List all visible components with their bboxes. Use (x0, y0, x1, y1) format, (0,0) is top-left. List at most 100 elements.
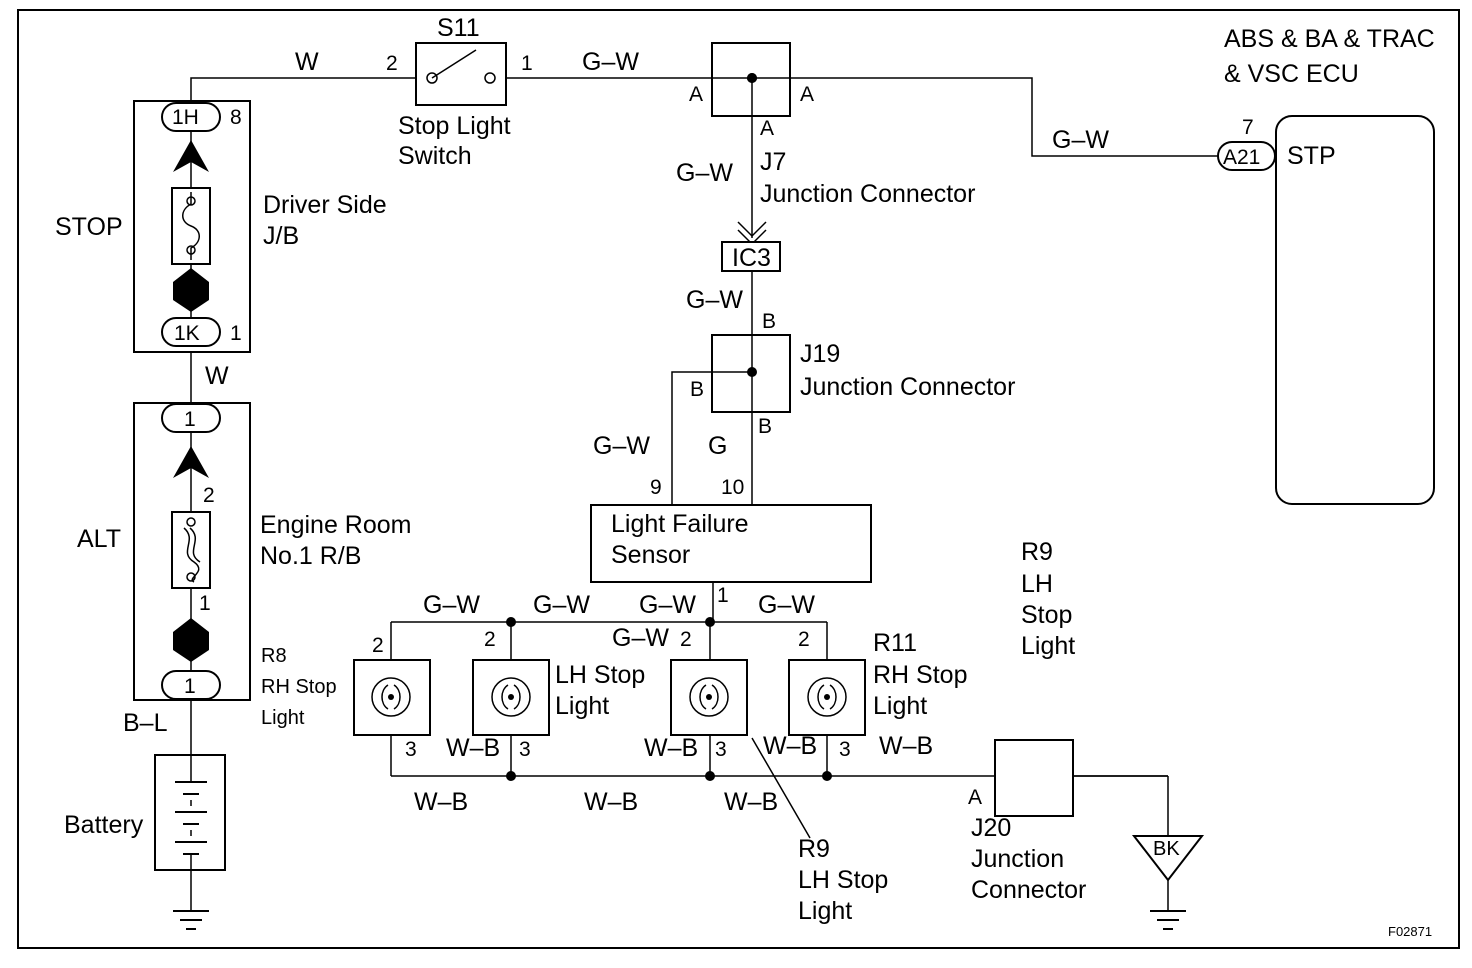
r9-note-line1: R9 (1021, 538, 1053, 566)
r11-code: R11 (873, 629, 917, 657)
lh1-pin-bottom: 3 (519, 738, 531, 761)
wire-label-wb: W–B (644, 734, 698, 762)
stop-light-switch: S11 2 1 Stop Light Switch (386, 14, 533, 170)
jb-name-line1: Driver Side (263, 191, 387, 219)
r11-pin-bottom: 3 (839, 738, 851, 761)
switch-name-line2: Switch (398, 142, 472, 170)
wire-label-gw: G–W (1052, 126, 1109, 154)
r8-code: R8 (261, 645, 287, 667)
j19-junction-connector: B B B J19 Junction Connector (690, 310, 1015, 438)
wire-label-gw: G–W (582, 48, 639, 76)
lamp-lh-stop-light: 2 3 LH Stop Light (472, 628, 645, 761)
r8-line2: Light (261, 707, 305, 729)
j20-junction-connector: A J20 Junction Connector (968, 739, 1168, 904)
wire-label-bl: B–L (123, 709, 168, 737)
j7-pin-bottom: A (760, 117, 774, 140)
ecu-terminal: STP (1287, 142, 1336, 170)
rb-name-line2: No.1 R/B (260, 542, 361, 570)
switch-pin-out: 1 (521, 52, 533, 75)
ecu-pin: 7 (1242, 116, 1254, 139)
stop-pin-in: 8 (230, 106, 242, 129)
diagram-frame (17, 9, 1460, 949)
ic3-code: IC3 (732, 244, 771, 272)
alt-pin-upper: 2 (203, 484, 215, 507)
wire-label-g: G (708, 432, 727, 460)
stop-pin-out: 1 (230, 322, 242, 345)
r8-pin-top: 2 (372, 634, 384, 657)
r9-note-line4: Light (1021, 632, 1075, 660)
wire-label-wb: W–B (584, 788, 638, 816)
battery: Battery (64, 754, 226, 930)
engine-room-rb: 1 2 1 1 ALT Engine Room No.1 R/B (77, 402, 411, 701)
wire-label-w: W (205, 362, 229, 390)
j19-name: Junction Connector (800, 373, 1015, 401)
sensor-name-line2: Sensor (611, 541, 690, 569)
ecu-title-line2: & VSC ECU (1224, 60, 1359, 88)
r9-line2: Light (798, 897, 852, 925)
wire-label-gw: G–W (533, 591, 590, 619)
stop-connector-in: 1H (172, 106, 199, 129)
j7-junction-connector: A A A J7 Junction Connector (689, 42, 975, 208)
j20-name-line1: Junction (971, 845, 1064, 873)
stop-connector-out: 1K (174, 322, 200, 345)
lamp-r9: 2 3 R9 LH Stop Light (670, 628, 888, 925)
ground-code: BK (1153, 838, 1180, 860)
j7-name: Junction Connector (760, 180, 975, 208)
ecu-title-line1: ABS & BA & TRAC (1224, 25, 1435, 53)
wire-label-gw: G–W (593, 432, 650, 460)
j19-pin-bottom: B (758, 415, 772, 438)
j7-pin-right: A (800, 83, 814, 106)
wire-label-wb: W–B (414, 788, 468, 816)
stop-fuse-label: STOP (55, 213, 123, 241)
sensor-pin-gw: 9 (650, 476, 662, 499)
switch-code: S11 (437, 14, 480, 42)
j7-pin-left: A (689, 83, 703, 106)
lamp-r8: 2 3 R8 RH Stop Light (261, 634, 431, 761)
wire-label-gw: G–W (612, 624, 669, 652)
r8-pin-bottom: 3 (405, 738, 417, 761)
r9-pin-top: 2 (680, 628, 692, 651)
wire-label-wb: W–B (879, 732, 933, 760)
wire-label-wb: W–B (763, 732, 817, 760)
alt-fuse-label: ALT (77, 525, 121, 553)
sensor-name-line1: Light Failure (611, 510, 749, 538)
sensor-pin-out: 1 (717, 584, 729, 607)
switch-name-line1: Stop Light (398, 112, 511, 140)
r11-pin-top: 2 (798, 628, 810, 651)
lh1-line2: Light (555, 692, 609, 720)
wire-label-w: W (295, 48, 319, 76)
r11-line2: Light (873, 692, 927, 720)
switch-pin-in: 2 (386, 52, 398, 75)
light-failure-sensor: 9 10 Light Failure Sensor 1 (590, 476, 872, 607)
wire-label-wb: W–B (446, 734, 500, 762)
sensor-pin-g: 10 (721, 476, 744, 499)
j20-name-line2: Connector (971, 876, 1086, 904)
r9-note-line3: Stop (1021, 601, 1072, 629)
abs-vsc-ecu: ABS & BA & TRAC & VSC ECU A21 7 STP (1217, 25, 1435, 505)
wire-label-wb: W–B (724, 788, 778, 816)
wire-label-gw: G–W (686, 286, 743, 314)
ic3-connector: IC3 (721, 221, 781, 272)
r11-line1: RH Stop (873, 661, 967, 689)
j19-pin-left: B (690, 378, 704, 401)
figure-id: F02871 (1388, 924, 1432, 939)
j20-code: J20 (971, 814, 1011, 842)
j19-code: J19 (800, 340, 840, 368)
wire-labels: W G–W G–W G–W G–W G–W G W B–L G–W G–W G–… (123, 48, 1109, 816)
r9-note: R9 LH Stop Light (1021, 538, 1075, 660)
lamp-r11: 2 3 R11 RH Stop Light (788, 628, 967, 761)
wire-label-gw: G–W (639, 591, 696, 619)
wire-label-gw: G–W (758, 591, 815, 619)
r9-code: R9 (798, 835, 830, 863)
alt-connector-in: 1 (184, 408, 196, 431)
wire-label-gw: G–W (676, 159, 733, 187)
alt-pin-lower: 1 (199, 592, 211, 615)
rb-name-line1: Engine Room (260, 511, 411, 539)
j7-code: J7 (760, 148, 786, 176)
jb-name-line2: J/B (263, 222, 299, 250)
r8-line1: RH Stop (261, 676, 337, 698)
j20-pin: A (968, 786, 982, 809)
r9-line1: LH Stop (798, 866, 888, 894)
j19-pin-top: B (762, 310, 776, 333)
